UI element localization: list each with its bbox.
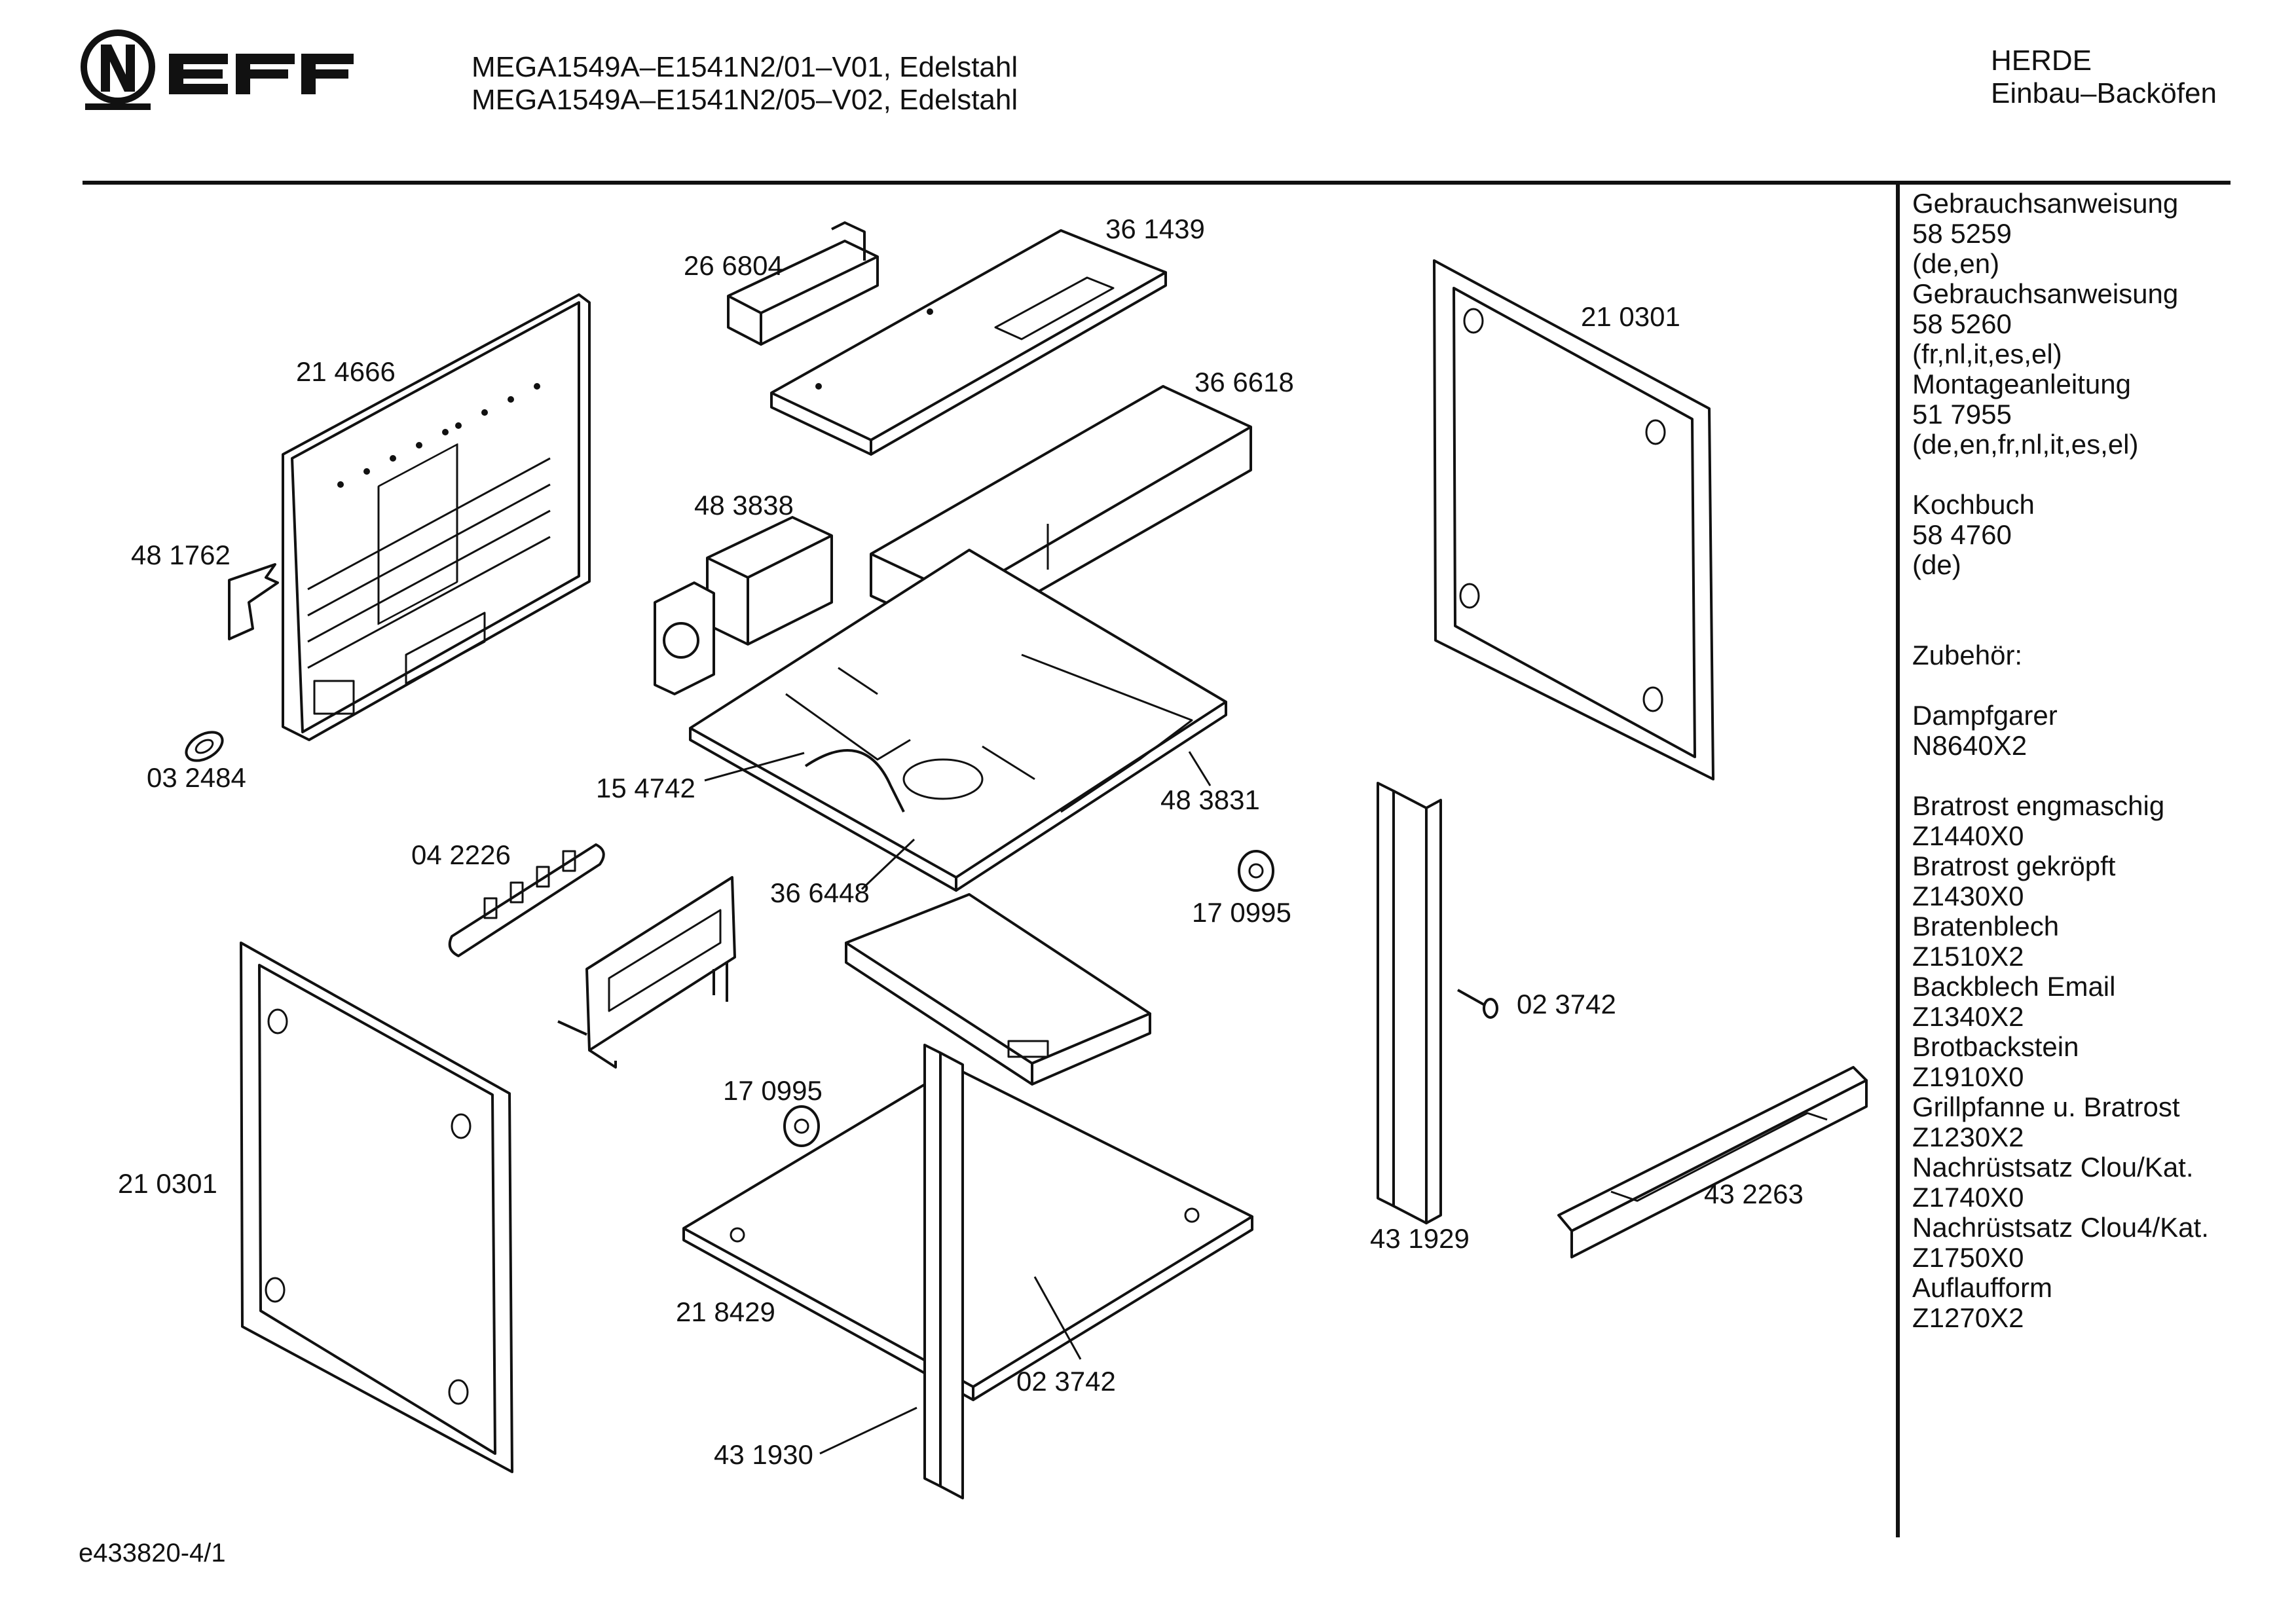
category-einbau: Einbau–Backöfen	[1991, 77, 2217, 109]
sidebar-line: 58 4760	[1912, 519, 2012, 550]
sidebar-line: (de,en,fr,nl,it,es,el)	[1912, 429, 2139, 460]
sidebar-line: Z1440X0	[1912, 820, 2024, 851]
label-214666: 21 4666	[296, 356, 396, 387]
category-herde: HERDE	[1991, 45, 2092, 77]
label-431929: 43 1929	[1370, 1223, 1470, 1254]
sidebar-line: Bratrost gekröpft	[1912, 851, 2116, 881]
label-154742: 15 4742	[596, 773, 695, 803]
sidebar-spacer	[1912, 761, 2279, 791]
sidebar-spacer	[1912, 580, 2279, 610]
sidebar-line: Montageanleitung	[1912, 369, 2131, 399]
sidebar-line: Z1910X0	[1912, 1061, 2024, 1092]
part-bracket-266804	[727, 221, 879, 346]
sidebar-line: Gebrauchsanweisung	[1912, 188, 2179, 219]
sidebar-spacer	[1912, 670, 2279, 701]
label-361439: 36 1439	[1105, 213, 1205, 244]
sidebar-line: Z1740X0	[1912, 1182, 2024, 1213]
sidebar-line: (fr,nl,it,es,el)	[1912, 339, 2062, 369]
part-cover-bracket	[557, 876, 736, 1069]
neff-logo	[81, 29, 354, 110]
sidebar-line: 51 7955	[1912, 399, 2012, 430]
sidebar-line: (de,en)	[1912, 248, 2000, 279]
part-knob-170995-b	[783, 1105, 820, 1147]
sidebar-line: Backblech Email	[1912, 971, 2116, 1002]
label-023742-b: 02 3742	[1016, 1366, 1116, 1397]
label-023742-a: 02 3742	[1517, 989, 1616, 1019]
label-481762: 48 1762	[131, 540, 231, 570]
label-032484: 03 2484	[147, 762, 246, 793]
sidebar-line: Auflaufform	[1912, 1272, 2052, 1303]
drawing-code: e433820-4/1	[79, 1539, 226, 1567]
sidebar-line: 58 5259	[1912, 218, 2012, 249]
exploded-diagram: 26 6804 36 1439 21 4666 21 0301 36 6618 …	[118, 213, 1868, 1499]
part-knob-170995-a	[1238, 850, 1274, 892]
part-side-panel-210301-top	[1433, 259, 1714, 780]
part-base-plate-483831	[689, 549, 1227, 892]
sidebar-line: Zubehör:	[1912, 640, 2023, 670]
sidebar-rule	[1896, 185, 1900, 1537]
header-rule	[83, 181, 2231, 185]
label-431930: 43 1930	[714, 1439, 813, 1470]
sidebar-line: Dampfgarer	[1912, 700, 2058, 731]
label-483838: 48 3838	[694, 490, 794, 521]
label-366448: 36 6448	[770, 877, 870, 908]
sidebar-line: Grillpfanne u. Bratrost	[1912, 1091, 2180, 1122]
label-366618: 36 6618	[1194, 367, 1294, 397]
label-218429: 21 8429	[676, 1296, 775, 1327]
sidebar-line: Brotbackstein	[1912, 1031, 2079, 1062]
part-top-plate-361439	[770, 229, 1167, 456]
label-170995-b: 17 0995	[723, 1075, 823, 1106]
part-rail-432263	[1557, 1066, 1868, 1258]
label-432263: 43 2263	[1704, 1179, 1804, 1209]
part-rail-431930	[923, 1044, 964, 1499]
label-170995-a: 17 0995	[1192, 897, 1291, 928]
label-483831: 48 3831	[1160, 784, 1260, 815]
sidebar-line: Z1270X2	[1912, 1302, 2024, 1333]
sidebar-spacer	[1912, 610, 2279, 640]
part-clip-481762	[228, 563, 279, 640]
part-rear-panel-214666	[282, 293, 591, 741]
part-screw-023742-a	[1457, 989, 1498, 1019]
part-bottom-plate-218429	[682, 1066, 1253, 1401]
leader-lines	[704, 751, 1212, 1455]
label-210301-left: 21 0301	[118, 1168, 217, 1199]
sidebar-line: Nachrüstsatz Clou4/Kat.	[1912, 1212, 2209, 1243]
sidebar-line: Gebrauchsanweisung	[1912, 278, 2179, 309]
sidebar-line: Z1510X2	[1912, 941, 2024, 972]
sidebar-line: N8640X2	[1912, 730, 2028, 761]
sidebar-line: Bratenblech	[1912, 911, 2060, 942]
sidebar-spacer	[1912, 460, 2279, 490]
sidebar-line: 58 5260	[1912, 308, 2012, 339]
model-block: MEGA1549A–E1541N2/01–V01, Edelstahl MEGA…	[472, 51, 1018, 117]
model-line-1: MEGA1549A–E1541N2/01–V01, Edelstahl	[472, 51, 1018, 83]
sidebar-line: Bratrost engmaschig	[1912, 790, 2165, 821]
sidebar-line: Z1340X2	[1912, 1001, 2024, 1032]
sidebar-line: Nachrüstsatz Clou/Kat.	[1912, 1152, 2194, 1182]
sidebar-line: Kochbuch	[1912, 489, 2035, 520]
sidebar-line: Z1430X0	[1912, 881, 2024, 911]
sidebar-line: Z1750X0	[1912, 1242, 2024, 1273]
sidebar-line: Z1230X2	[1912, 1122, 2024, 1152]
part-grommet-032484	[185, 731, 224, 762]
label-210301-top: 21 0301	[1581, 301, 1680, 332]
sidebar-line: (de)	[1912, 549, 1961, 580]
part-side-panel-210301-left	[240, 942, 513, 1473]
part-rail-431929	[1377, 782, 1442, 1224]
part-terminal-strip-042226	[448, 843, 605, 957]
category-block: HERDE Einbau–Backöfen	[1991, 45, 2217, 110]
label-042226: 04 2226	[411, 839, 511, 870]
part-fan-motor-483838	[654, 516, 833, 695]
model-line-2: MEGA1549A–E1541N2/05–V02, Edelstahl	[472, 84, 1018, 116]
label-266804: 26 6804	[684, 250, 783, 281]
part-control-housing	[845, 893, 1151, 1086]
